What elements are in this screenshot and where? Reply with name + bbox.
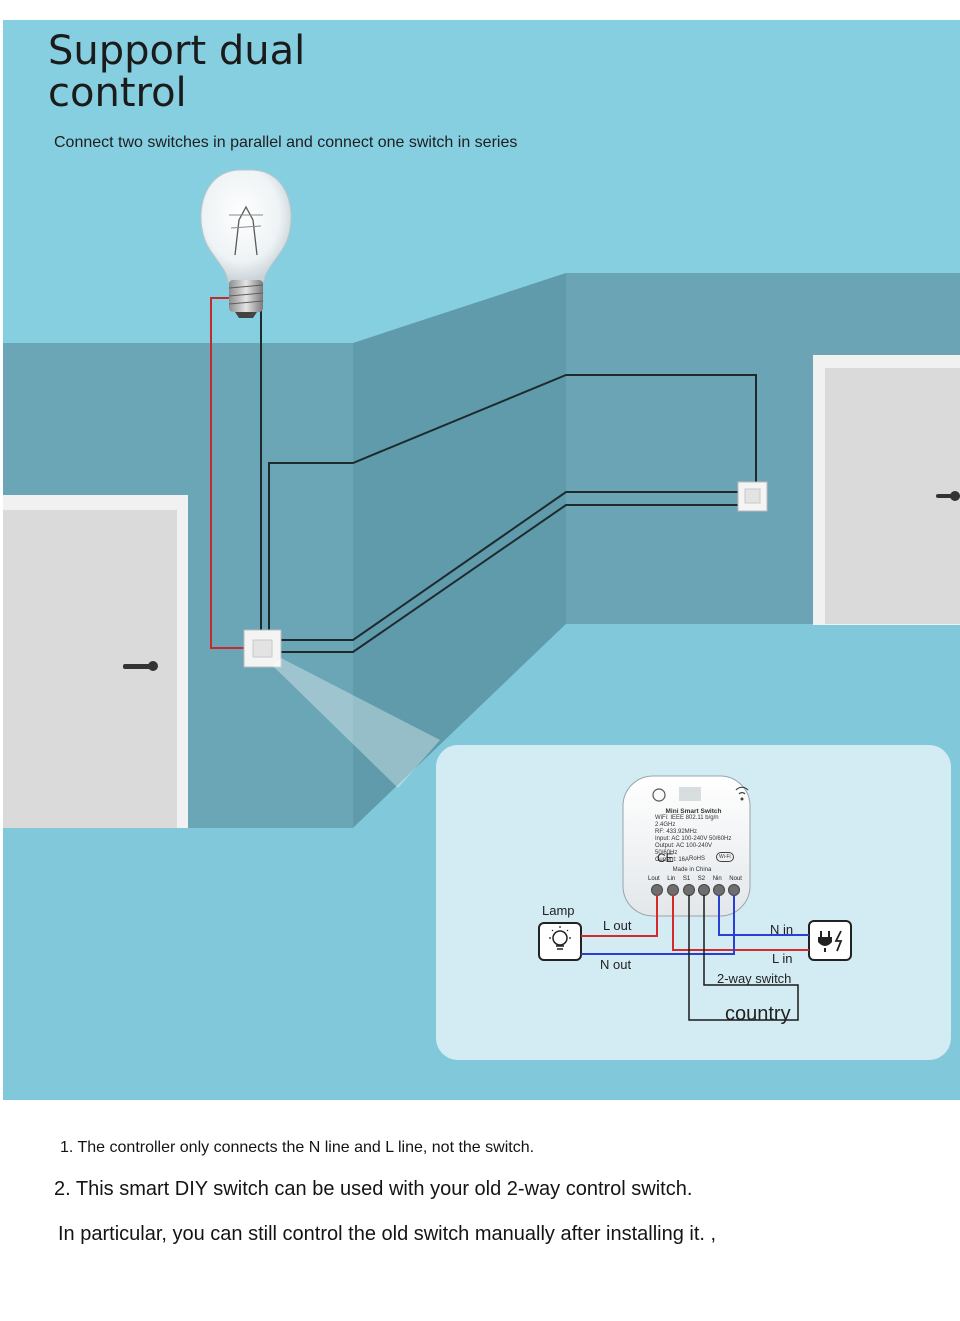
lamp-icon	[538, 922, 582, 961]
device-wiring	[581, 895, 809, 1021]
device-label-area: Mini Smart Switch WiFi: IEEE 802.11 b/g/…	[651, 808, 736, 864]
terminal-nout: Nout	[729, 876, 742, 882]
spec-rf: RF: 433.92MHz	[655, 829, 698, 835]
page-subtitle: Connect two switches in parallel and con…	[54, 134, 518, 151]
scene-svg	[3, 20, 960, 1100]
n-out-label: N out	[600, 957, 632, 972]
zoom-beam	[273, 658, 440, 788]
terminal-s2: S2	[697, 876, 706, 882]
left-door	[3, 495, 188, 828]
terminal-lin: Lin	[667, 876, 676, 882]
main-switch-rocker	[252, 639, 273, 658]
note-1: 1. The controller only connects the N li…	[60, 1139, 535, 1156]
rohs-mark: RoHS	[689, 856, 706, 862]
n-in-label: N in	[770, 922, 794, 937]
l-out-label: L out	[603, 918, 632, 933]
terminal-s1: S1	[682, 876, 691, 882]
spec-wifi: WiFi: IEEE 802.11 b/g/n 2.4GHz	[655, 815, 719, 828]
spec-current: Current: 16A	[655, 857, 690, 863]
spec-output: Output: AC 100-240V 50/60Hz	[655, 843, 713, 856]
note-2: 2. This smart DIY switch can be used wit…	[54, 1178, 693, 1200]
terminal-labels: Lout Lin S1 S2 Nin Nout	[648, 876, 742, 882]
l-in-label: L in	[772, 951, 793, 966]
terminal-nin: Nin	[712, 876, 722, 882]
smart-switch-device	[622, 775, 751, 917]
country-label: country	[725, 1003, 791, 1025]
device-name: Mini Smart Switch	[665, 808, 722, 815]
wifi-badge: Wi-Fi	[716, 852, 734, 862]
second-switch-rocker	[744, 488, 761, 504]
spec-input: Input: AC 100-240V 50/60Hz	[655, 836, 732, 842]
right-door	[813, 355, 960, 625]
terminal-lout: Lout	[648, 876, 660, 882]
two-way-switch-label: 2-way switch	[717, 971, 792, 986]
lamp-label: Lamp	[542, 903, 575, 918]
ce-mark: CE	[657, 851, 674, 865]
wiring-scene	[3, 20, 960, 1100]
made-in-label: Made in China	[672, 867, 712, 873]
note-3: In particular, you can still control the…	[58, 1223, 717, 1245]
page-title: Support dual control	[48, 28, 306, 116]
light-bulb	[200, 169, 292, 318]
power-plug-icon	[808, 920, 852, 961]
